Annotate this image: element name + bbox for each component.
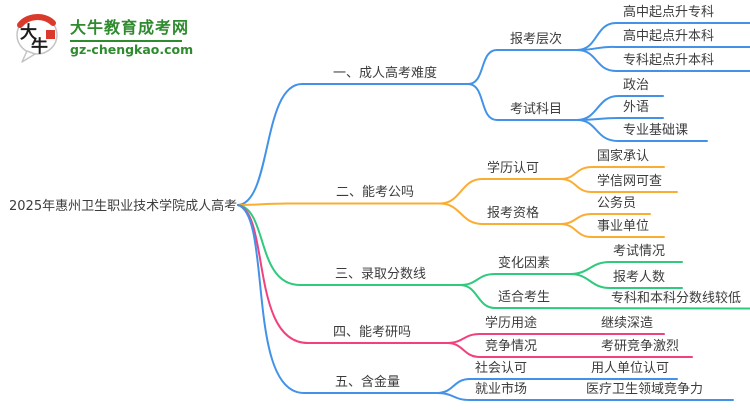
leaf-hs-to-college: 高中起点升专科	[623, 5, 715, 20]
subtopic-degree-use: 学历用途	[485, 316, 538, 331]
logo-domain: gz-chengkao.com	[70, 41, 194, 57]
leaf-foreign-language: 外语	[623, 100, 650, 115]
mindmap-root-label: 2025年惠州卫生职业技术学院成人高考	[9, 199, 238, 214]
edge-root-b2	[237, 202, 441, 206]
edge-b1-levels	[467, 49, 578, 85]
leaf-college-to-bachelor: 专科起点升本科	[623, 53, 715, 68]
logo-bull-icon: 大 牛	[16, 14, 58, 63]
svg-text:大: 大	[20, 22, 37, 43]
subtopic-change-factors: 变化因素	[498, 256, 551, 271]
leaf-employer-recognized: 用人单位认可	[591, 361, 670, 376]
subtopic-suitable-candidates: 适合考生	[498, 290, 551, 305]
subtopic-application-eligibility: 报考资格	[487, 206, 540, 221]
subtopic-degree-recognition: 学历认可	[487, 161, 540, 176]
edge-b2-recognition	[439, 178, 561, 205]
subtopic-job-market: 就业市场	[475, 382, 528, 397]
site-logo: 大 牛 大牛教育成考网 gz-chengkao.com	[12, 10, 193, 64]
leaf-exam-situation: 考试情况	[613, 244, 666, 259]
logo-red-arc	[17, 14, 56, 28]
leaf-public-institution: 事业单位	[597, 219, 650, 234]
leaf-hs-to-bachelor: 高中起点升本科	[623, 29, 715, 44]
leaf-major-basics: 专业基础课	[623, 123, 689, 138]
leaf-further-study: 继续深造	[601, 316, 654, 331]
branch-admission-score: 三、录取分数线	[335, 267, 427, 282]
leaf-medical-field-competitiveness: 医疗卫生领域竞争力	[586, 382, 704, 397]
branch-postgraduate: 四、能考研吗	[333, 325, 412, 340]
edge-leaf	[576, 45, 750, 51]
branch-exam-difficulty: 一、成人高考难度	[333, 66, 438, 81]
subtopic-social-recognition: 社会认可	[475, 361, 528, 376]
branch-civil-service: 二、能考公吗	[336, 185, 415, 200]
logo-seal	[46, 30, 55, 39]
leaf-civil-servant: 公务员	[597, 196, 637, 211]
logo-title: 大牛教育成考网	[70, 17, 190, 37]
leaf-lower-score-lines: 专科和本科分数线较低	[611, 291, 742, 306]
subtopic-competition: 竞争情况	[485, 339, 538, 354]
edge-leaf	[576, 95, 664, 121]
leaf-state-recognized: 国家承认	[597, 149, 650, 164]
edge-b3-factors	[459, 273, 571, 286]
svg-text:牛: 牛	[31, 36, 48, 57]
logo-separator	[70, 39, 182, 42]
leaf-politics: 政治	[623, 78, 650, 93]
leaf-fierce-competition: 考研竞争激烈	[601, 339, 680, 354]
leaf-applicant-count: 报考人数	[613, 270, 666, 285]
branch-value: 五、含金量	[335, 375, 401, 390]
leaf-chsi-verifiable: 学信网可查	[597, 174, 663, 189]
edge-root-b5	[237, 204, 438, 394]
subtopic-enrol-levels: 报考层次	[510, 32, 563, 47]
subtopic-exam-subjects: 考试科目	[510, 102, 563, 117]
edge-leaf	[576, 117, 664, 121]
